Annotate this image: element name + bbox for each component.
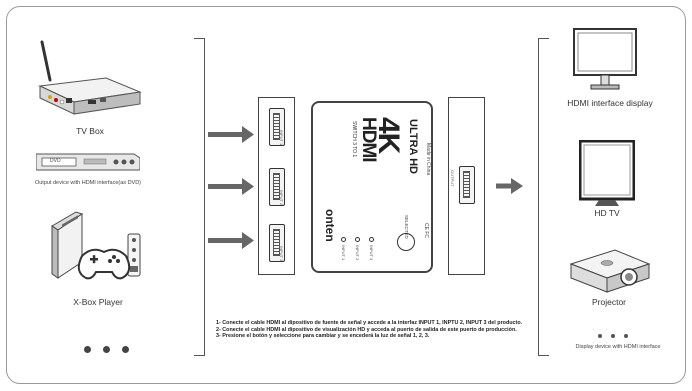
hdmi-port-input-2 — [269, 168, 285, 206]
xbox-console-icon — [51, 211, 141, 280]
dvd-player-icon — [36, 153, 140, 171]
resolution-text: 4K — [372, 117, 405, 154]
input-arrows — [208, 126, 254, 249]
input-2-label: INPUT 2 — [279, 190, 284, 206]
xbox-label: X-Box Player — [73, 297, 123, 307]
hdmi-port-input-1 — [269, 108, 285, 146]
more-outputs-dots — [598, 334, 628, 338]
instruction-step-2: 2- Conecte el cable HDMI al dipositivo d… — [216, 326, 517, 333]
made-in-text: Made in China — [425, 143, 431, 176]
projector-icon — [569, 249, 651, 293]
instruction-step-1: 1- Conecte el cable HDMI al dipositivo d… — [216, 320, 523, 326]
hdmi-port-input-3 — [269, 224, 285, 262]
led-input-2 — [355, 237, 360, 242]
led-1-label: INPUT 1 — [341, 245, 346, 261]
ellipsis-dot — [624, 334, 628, 338]
ellipsis-dot — [84, 346, 91, 353]
more-inputs-dots — [84, 346, 129, 353]
led-3-label: INPUT 3 — [369, 245, 374, 261]
hdmi-port-output — [459, 166, 475, 204]
select-button[interactable] — [397, 233, 415, 251]
dvd-label: Output device with HDMI interface(as DVD… — [34, 180, 142, 186]
ellipsis-dot — [122, 346, 129, 353]
led-input-3 — [369, 237, 374, 242]
monitor-icon — [573, 28, 637, 90]
left-bracket — [194, 38, 205, 356]
ellipsis-dot — [611, 334, 615, 338]
diagram-frame — [6, 6, 686, 384]
ultra-hd-text: ULTRA HD — [407, 119, 419, 174]
brand-logo: onten — [323, 209, 337, 242]
projector-label: Projector — [591, 297, 626, 307]
certification-marks: CE FC — [423, 223, 429, 238]
input-panel: INPUT 1 INPUT 2 INPUT 3 — [258, 97, 295, 275]
right-bracket — [538, 38, 549, 356]
ellipsis-dot — [598, 334, 602, 338]
output-panel: OUTPUT — [448, 97, 485, 275]
led-input-1 — [341, 237, 346, 242]
dvd-screen-text: DVD — [50, 158, 61, 164]
ellipsis-dot — [103, 346, 110, 353]
output-label: OUTPUT — [450, 170, 455, 187]
input-3-label: INPUT 3 — [279, 246, 284, 262]
display-label: HDMI interface display — [567, 98, 653, 108]
hdmi-switch-device: HDMI SWITCH 3 TO 1 4K ULTRA HD Made in C… — [311, 101, 433, 273]
output-arrow — [496, 178, 523, 194]
more-displays-label: Display device with HDMI interface — [575, 344, 661, 350]
tv-box-label: TV Box — [76, 126, 104, 136]
tv-box-icon — [38, 40, 142, 115]
instruction-step-3: 3- Presione el botón y seleccione para c… — [216, 333, 430, 340]
hdtv-icon — [579, 140, 635, 206]
hdtv-label: HD TV — [594, 208, 620, 218]
led-2-label: INPUT 2 — [355, 245, 360, 261]
input-1-label: INPUT 1 — [279, 130, 284, 146]
switch-model-text: SWITCH 3 TO 1 — [351, 121, 357, 158]
instructions-text: 1- Conecte el cable HDMI al dipositivo d… — [216, 320, 536, 340]
